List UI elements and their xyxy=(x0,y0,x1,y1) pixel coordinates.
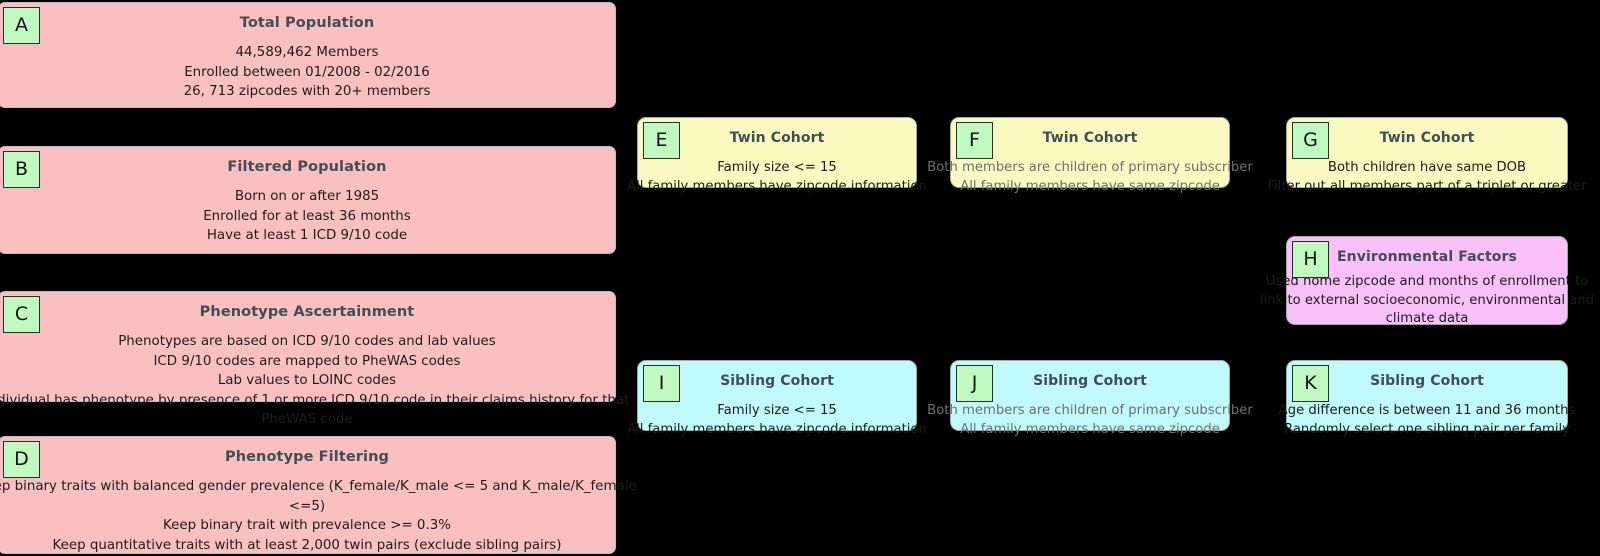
flow-box-title: Twin Cohort xyxy=(1379,130,1475,146)
flow-box-title: Sibling Cohort xyxy=(1033,373,1147,389)
flow-box-e-twin-cohort[interactable]: E Twin Cohort Family size <= 15 All fami… xyxy=(627,117,927,194)
flow-box-title: Filtered Population xyxy=(227,159,387,175)
flow-box-f-twin-cohort[interactable]: F Twin Cohort Both members are children … xyxy=(927,117,1253,194)
step-badge-f: F xyxy=(956,122,993,159)
flow-box-title: Twin Cohort xyxy=(1042,130,1138,146)
flow-box-body: Family size <= 15 All family members hav… xyxy=(627,160,927,194)
flow-box-body: Both members are children of primary sub… xyxy=(927,160,1253,194)
flow-box-b-filtered-population[interactable]: B Filtered Population Born on or after 1… xyxy=(0,146,616,254)
flow-box-a-total-population[interactable]: A Total Population 44,589,462 Members En… xyxy=(0,2,616,108)
step-badge-h: H xyxy=(1292,241,1329,278)
flow-box-body: Keep binary traits with balanced gender … xyxy=(0,479,637,553)
flow-box-body: Used home zipcode and months of enrollme… xyxy=(1259,274,1595,326)
flow-box-title: Phenotype Ascertainment xyxy=(199,304,415,320)
step-badge-d: D xyxy=(3,441,40,478)
flow-box-body: Both children have same DOB Filter out a… xyxy=(1267,160,1587,194)
flow-box-title: Phenotype Filtering xyxy=(224,449,390,465)
flow-box-title: Twin Cohort xyxy=(729,130,825,146)
step-badge-i: I xyxy=(643,365,680,402)
flow-box-c-phenotype-ascertainment[interactable]: C Phenotype Ascertainment Phenotypes are… xyxy=(0,291,629,427)
flow-box-h-environmental-factors[interactable]: H Environmental Factors Used home zipcod… xyxy=(1260,236,1594,326)
flow-box-title: Sibling Cohort xyxy=(1370,373,1484,389)
flow-box-body: Phenotypes are based on ICD 9/10 codes a… xyxy=(0,334,630,427)
step-badge-a: A xyxy=(3,7,40,44)
flow-box-body: Family size <= 15 All family members hav… xyxy=(627,403,927,437)
flow-box-body: 44,589,462 Members Enrolled between 01/2… xyxy=(183,45,431,99)
flow-box-g-twin-cohort[interactable]: G Twin Cohort Both children have same DO… xyxy=(1267,117,1587,194)
flow-box-title: Total Population xyxy=(239,15,375,31)
step-badge-g: G xyxy=(1292,122,1329,159)
step-badge-j: J xyxy=(956,365,993,402)
step-badge-e: E xyxy=(643,122,680,159)
flow-box-i-sibling-cohort[interactable]: I Sibling Cohort Family size <= 15 All f… xyxy=(627,360,927,437)
flow-box-title: Environmental Factors xyxy=(1337,249,1517,265)
flow-box-body: Both members are children of primary sub… xyxy=(927,403,1253,437)
flow-box-j-sibling-cohort[interactable]: J Sibling Cohort Both members are childr… xyxy=(927,360,1253,437)
step-badge-k: K xyxy=(1292,365,1329,402)
flow-box-title: Sibling Cohort xyxy=(720,373,834,389)
flow-box-d-phenotype-filtering[interactable]: D Phenotype Filtering Keep binary traits… xyxy=(0,436,637,554)
step-badge-b: B xyxy=(3,151,40,188)
flow-box-body: Born on or after 1985 Enrolled for at le… xyxy=(203,189,411,243)
flow-box-k-sibling-cohort[interactable]: K Sibling Cohort Age difference is betwe… xyxy=(1279,360,1575,437)
step-badge-c: C xyxy=(3,296,40,333)
flow-box-body: Age difference is between 11 and 36 mont… xyxy=(1278,403,1576,437)
